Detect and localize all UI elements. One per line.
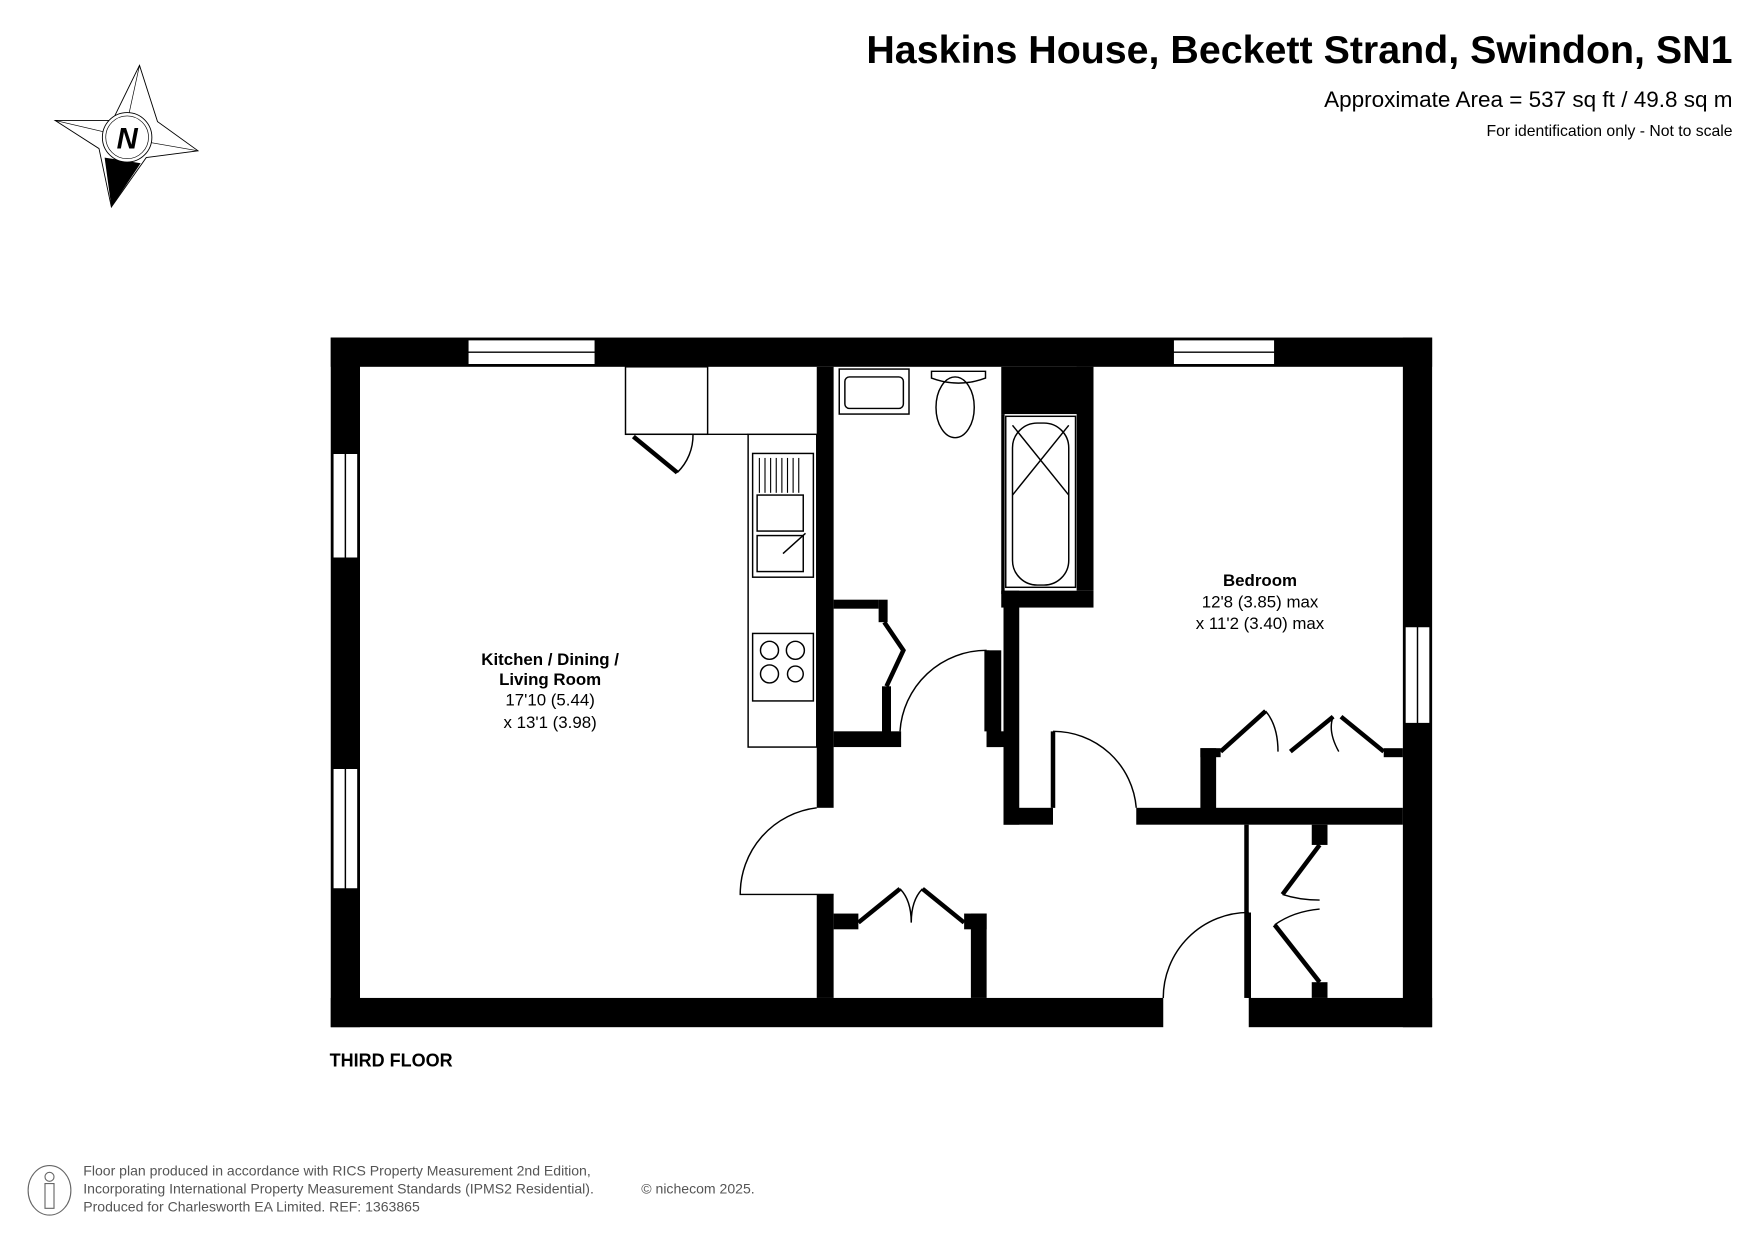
svg-text:Produced for Charlesworth EA L: Produced for Charlesworth EA Limited. RE… [83,1199,420,1215]
toilet-icon [930,370,987,384]
footer: Floor plan produced in accordance with R… [27,1163,755,1216]
svg-text:x 13'1 (3.98): x 13'1 (3.98) [504,713,597,732]
sink-icon [751,452,815,578]
windows [332,339,1431,890]
svg-text:17'10 (5.44): 17'10 (5.44) [505,690,594,709]
bath-icon [1005,415,1077,589]
scale-disclaimer: For identification only - Not to scale [1487,123,1733,140]
compass-label: N [117,124,139,156]
floor-label: THIRD FLOOR [330,1051,453,1071]
svg-text:x 11'2 (3.40) max: x 11'2 (3.40) max [1196,614,1325,633]
walls [330,337,1433,1028]
basin-icon [838,368,910,415]
person-scale-icon [27,1165,72,1216]
svg-text:12'8 (3.85) max: 12'8 (3.85) max [1202,593,1319,612]
svg-text:Incorporating International Pr: Incorporating International Property Mea… [83,1181,594,1197]
svg-text:Bedroom: Bedroom [1223,571,1297,590]
hob-icon [751,632,815,702]
bathroom-fixtures [838,368,1077,589]
copyright: © nichecom 2025. [641,1181,754,1197]
kitchen-fixtures [747,433,818,748]
property-title: Haskins House, Beckett Strand, Swindon, … [866,28,1732,72]
doors [624,366,1386,998]
north-compass-icon: N [53,64,200,209]
approximate-area: Approximate Area = 537 sq ft / 49.8 sq m [1324,87,1732,112]
room-label-bedroom: Bedroom 12'8 (3.85) max x 11'2 (3.40) ma… [1196,571,1325,633]
svg-text:Kitchen / Dining /: Kitchen / Dining / [481,650,619,669]
room-label-kitchen-dining-living: Kitchen / Dining / Living Room 17'10 (5.… [481,650,619,732]
svg-text:Floor plan produced in accorda: Floor plan produced in accordance with R… [83,1163,591,1179]
svg-text:Living Room: Living Room [499,670,601,689]
